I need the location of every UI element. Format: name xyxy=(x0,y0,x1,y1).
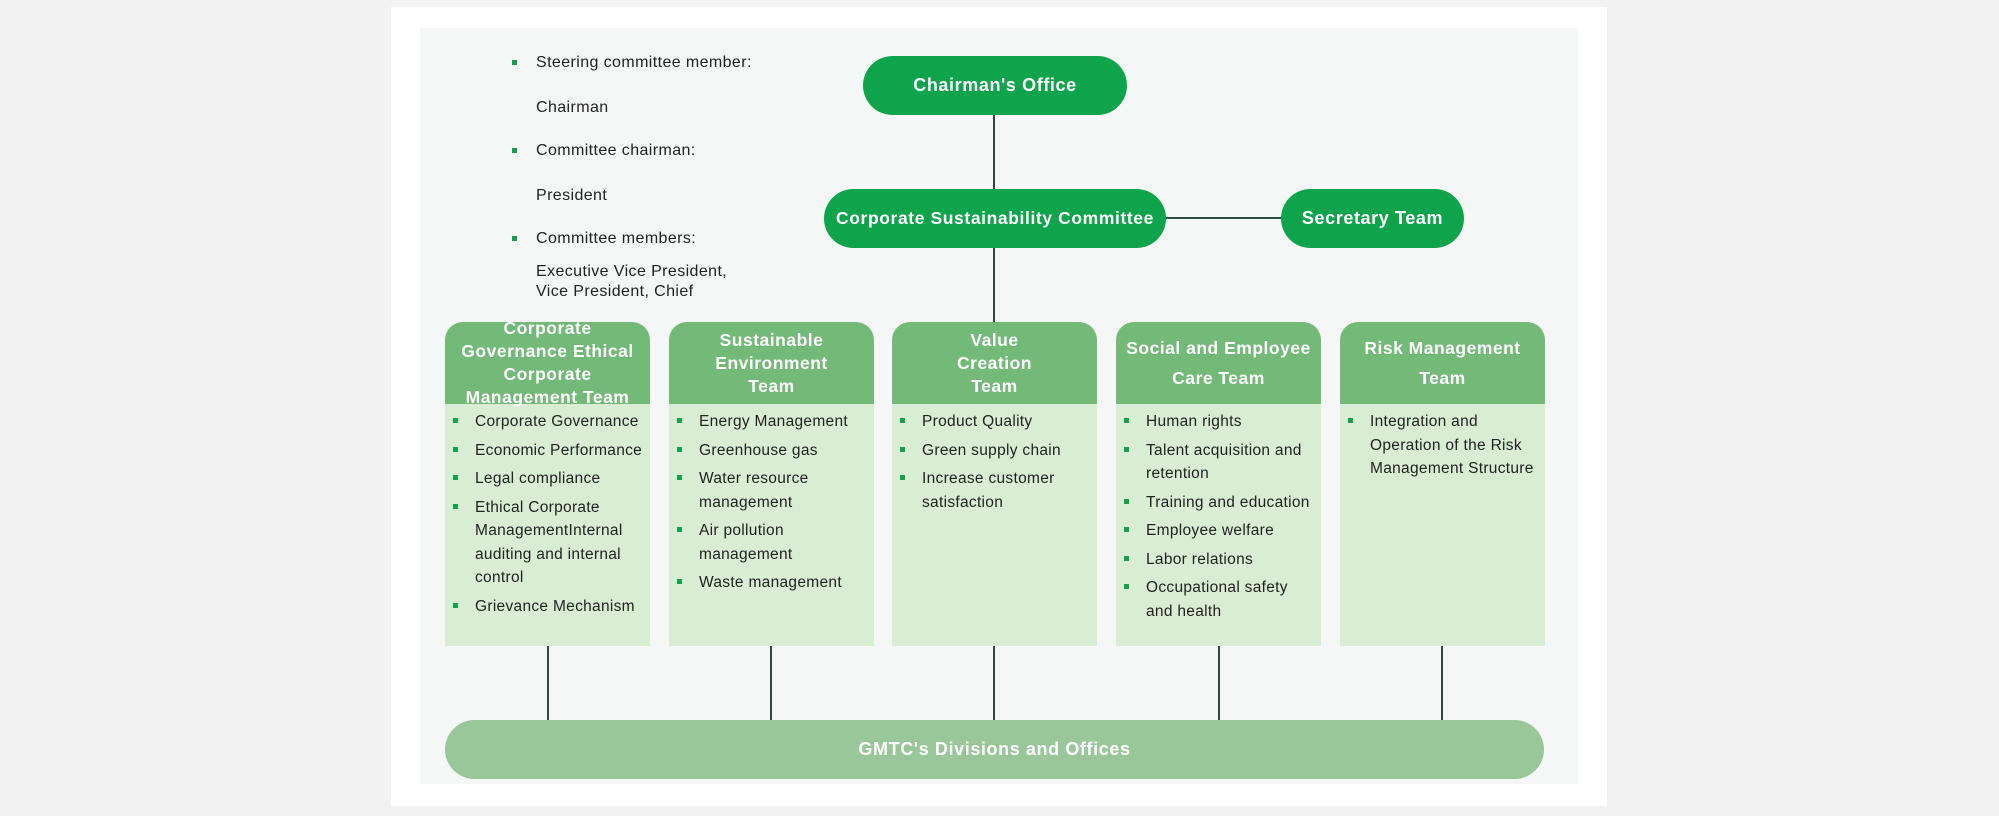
team-sustainable-environment: Sustainable Environment Team Energy Mana… xyxy=(669,322,874,646)
list-item: Waste management xyxy=(675,571,868,595)
chairman-office-node: Chairman's Office xyxy=(863,56,1127,115)
team-title: Value Creation Team xyxy=(892,322,1097,404)
team-title: Corporate Governance Ethical Corporate M… xyxy=(445,318,650,407)
connector-team5-divisions xyxy=(1441,645,1443,721)
legend-label: Steering committee member: xyxy=(536,54,752,71)
team-topics: Corporate Governance Economic Performanc… xyxy=(445,404,650,646)
committee-legend: Steering committee member: Chairman Comm… xyxy=(512,54,812,302)
list-item: Corporate Governance xyxy=(451,410,644,434)
list-item: Talent acquisition and retention xyxy=(1122,439,1315,486)
list-item: Human rights xyxy=(1122,410,1315,434)
team-corporate-governance: Corporate Governance Ethical Corporate M… xyxy=(445,318,650,646)
bullet-square-icon xyxy=(512,236,517,241)
list-item: Training and education xyxy=(1122,491,1315,515)
list-item: Grievance Mechanism xyxy=(451,595,644,619)
secretary-team-node: Secretary Team xyxy=(1281,189,1464,248)
team-topics: Energy Management Greenhouse gas Water r… xyxy=(669,404,874,646)
list-item: Economic Performance xyxy=(451,439,644,463)
list-item: Employee welfare xyxy=(1122,519,1315,543)
team-risk-management: Risk Management Team Integration and Ope… xyxy=(1340,322,1545,646)
connector-team3-divisions xyxy=(993,645,995,721)
list-item: Increase customer satisfaction xyxy=(898,467,1091,514)
list-item: Legal compliance xyxy=(451,467,644,491)
legend-item: Committee chairman: xyxy=(512,142,812,160)
connector-team2-divisions xyxy=(770,645,772,721)
sustainability-committee-node: Corporate Sustainability Committee xyxy=(824,189,1166,248)
team-social-employee-care: Social and Employee Care Team Human righ… xyxy=(1116,322,1321,646)
list-item: Green supply chain xyxy=(898,439,1091,463)
legend-value: Chairman xyxy=(536,99,609,116)
legend-label: Committee members: xyxy=(536,230,697,247)
list-item: Product Quality xyxy=(898,410,1091,434)
legend-label: Committee chairman: xyxy=(536,142,696,159)
team-topics: Human rights Talent acquisition and rete… xyxy=(1116,404,1321,646)
legend-value-line: Vice President, Chief xyxy=(536,283,694,300)
legend-item: Steering committee member: xyxy=(512,54,812,72)
connector-committee-secretary xyxy=(1166,217,1282,219)
team-topics: Product Quality Green supply chain Incre… xyxy=(892,404,1097,646)
divisions-offices-node: GMTC's Divisions and Offices xyxy=(445,720,1544,779)
team-topics: Integration and Operation of the Risk Ma… xyxy=(1340,404,1545,646)
list-item: Greenhouse gas xyxy=(675,439,868,463)
team-title: Social and Employee Care Team xyxy=(1116,322,1321,404)
team-value-creation: Value Creation Team Product Quality Gree… xyxy=(892,322,1097,646)
connector-committee-teams xyxy=(993,247,995,323)
list-item: Occupational safety and health xyxy=(1122,576,1315,623)
list-item: Energy Management xyxy=(675,410,868,434)
legend-item: Committee members: xyxy=(512,230,812,248)
list-item: Labor relations xyxy=(1122,548,1315,572)
bullet-square-icon xyxy=(512,60,517,65)
list-item: Water resource management xyxy=(675,467,868,514)
list-item: Air pollution management xyxy=(675,519,868,566)
list-item: Ethical Corporate ManagementInternal aud… xyxy=(451,496,644,590)
team-title: Risk Management Team xyxy=(1340,322,1545,404)
connector-team1-divisions xyxy=(547,645,549,721)
legend-value: President xyxy=(536,187,608,204)
connector-chairman-committee xyxy=(993,114,995,190)
team-title: Sustainable Environment Team xyxy=(669,322,874,404)
connector-team4-divisions xyxy=(1218,645,1220,721)
legend-value-line: Executive Vice President, xyxy=(536,263,728,280)
list-item: Integration and Operation of the Risk Ma… xyxy=(1346,410,1539,481)
bullet-square-icon xyxy=(512,148,517,153)
